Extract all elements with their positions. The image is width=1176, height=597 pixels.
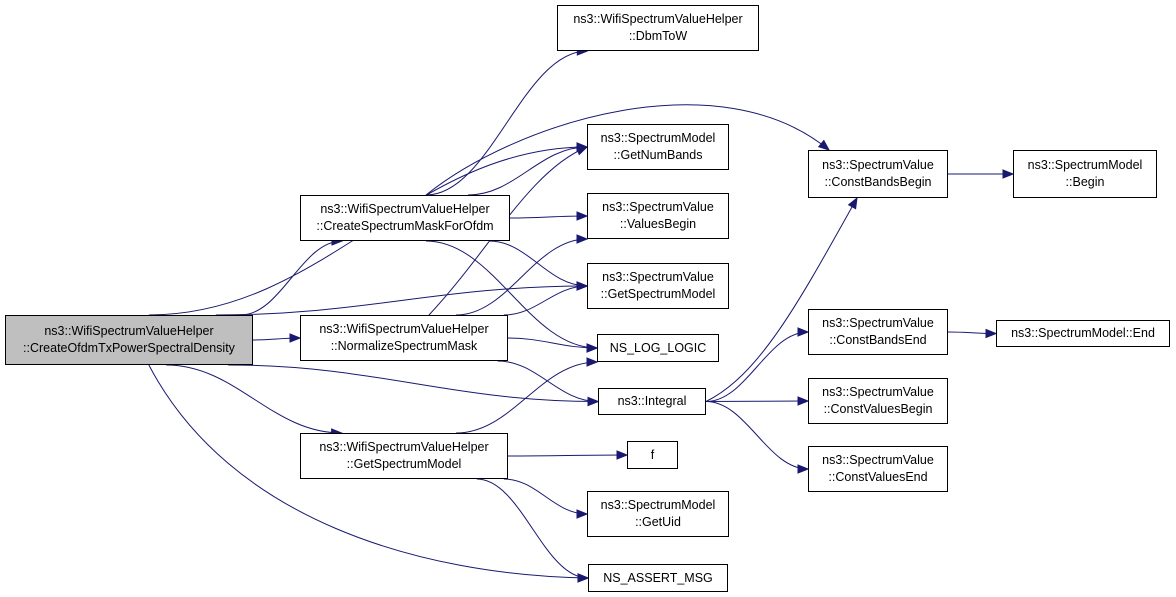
edge-arrowhead	[289, 333, 302, 343]
node-label-line: ns3::Integral	[617, 394, 687, 408]
edge-arrowhead	[616, 450, 629, 460]
node-label-line: ns3::SpectrumModel::End	[1011, 326, 1155, 340]
node-label-line: ::GetSpectrumModel	[600, 287, 716, 301]
edge-arrowhead	[586, 357, 599, 367]
node-label-line: ::GetNumBands	[613, 148, 703, 162]
edge-arrowhead	[576, 281, 589, 291]
edge-wsvh-get-model-to-get-uid	[503, 478, 588, 515]
node-label-line: ::CreateOfdmTxPowerSpectralDensity	[23, 341, 235, 355]
node-label-line: ns3::SpectrumValue	[822, 385, 934, 399]
edge-root-to-create-mask	[240, 240, 343, 316]
edge-arrowhead	[797, 396, 810, 406]
node-integral[interactable]: ns3::Integral	[598, 388, 706, 415]
edge-root-to-ns-assert-msg	[148, 364, 589, 579]
node-label-line: ::ConstValuesBegin	[823, 402, 933, 416]
node-const-values-begin[interactable]: ns3::SpectrumValue::ConstValuesBegin	[808, 378, 948, 424]
edge-normalize-mask-to-sv-get-model	[503, 285, 588, 316]
edge-create-mask-to-const-bands-begin	[425, 104, 830, 196]
edge-root-to-wsvh-get-model	[166, 364, 342, 434]
node-wsvh-get-model[interactable]: ns3::WifiSpectrumValueHelper::GetSpectru…	[300, 433, 508, 479]
node-f[interactable]: f	[627, 441, 678, 469]
edge-arrowhead	[576, 211, 589, 221]
node-get-num-bands[interactable]: ns3::SpectrumModel::GetNumBands	[587, 124, 729, 170]
edge-wsvh-get-model-to-ns-assert-msg	[476, 478, 589, 579]
edge-wsvh-get-model-to-ns-log-logic	[455, 361, 598, 434]
node-const-bands-end[interactable]: ns3::SpectrumValue::ConstBandsEnd	[808, 309, 948, 355]
node-const-values-end[interactable]: ns3::SpectrumValue::ConstValuesEnd	[808, 446, 948, 492]
node-root[interactable]: ns3::WifiSpectrumValueHelper::CreateOfdm…	[5, 315, 253, 365]
edge-root-to-sv-get-model	[215, 285, 588, 316]
edge-arrowhead	[576, 234, 589, 244]
edge-arrowhead	[847, 196, 858, 210]
node-label-line: f	[650, 447, 655, 462]
edge-arrowhead	[577, 573, 590, 583]
node-label-line: ::Begin	[1065, 175, 1105, 189]
node-sv-get-model[interactable]: ns3::SpectrumValue::GetSpectrumModel	[587, 263, 729, 309]
node-label-line: ::GetUid	[635, 515, 681, 529]
node-dbm-to-w[interactable]: ns3::WifiSpectrumValueHelper::DbmToW	[557, 5, 759, 51]
edge-create-mask-to-dbm-to-w	[425, 50, 588, 196]
edge-integral-to-const-values-end	[705, 401, 809, 470]
node-sm-end[interactable]: ns3::SpectrumModel::End	[996, 320, 1170, 347]
node-label-line: ns3::SpectrumValue	[822, 316, 934, 330]
edge-arrowhead	[586, 343, 599, 353]
edge-create-mask-to-ns-log-logic	[425, 240, 598, 349]
node-label-line: ns3::SpectrumModel	[1027, 158, 1143, 172]
edge-arrowhead	[797, 464, 810, 474]
edge-integral-to-const-values-begin	[705, 400, 809, 402]
node-sm-begin[interactable]: ns3::SpectrumModel::Begin	[1013, 150, 1157, 198]
node-label-line: NS_ASSERT_MSG	[603, 570, 713, 585]
node-ns-assert-msg[interactable]: NS_ASSERT_MSG	[588, 564, 728, 592]
node-label-line: ::CreateSpectrumMaskForOfdm	[316, 219, 494, 233]
node-label-line: ns3::WifiSpectrumValueHelper	[319, 440, 489, 454]
edge-arrowhead	[587, 396, 600, 407]
node-get-uid[interactable]: ns3::SpectrumModel::GetUid	[587, 491, 729, 537]
node-label-line: ::ConstBandsBegin	[824, 175, 932, 189]
node-create-mask[interactable]: ns3::WifiSpectrumValueHelper::CreateSpec…	[300, 195, 510, 241]
edge-normalize-mask-to-integral	[497, 360, 599, 402]
node-label-line: ::DbmToW	[628, 29, 688, 43]
edge-integral-to-const-bands-begin	[705, 197, 858, 402]
edge-integral-to-const-bands-end	[705, 331, 809, 402]
edge-arrowhead	[817, 139, 831, 151]
node-label-line: ::GetSpectrumModel	[346, 457, 462, 471]
node-label-line: ns3::SpectrumModel	[600, 498, 716, 512]
node-label-line: ns3::WifiSpectrumValueHelper	[44, 324, 214, 338]
edge-arrowhead	[797, 327, 810, 337]
node-label-line: ::ConstBandsEnd	[829, 333, 927, 347]
node-values-begin[interactable]: ns3::SpectrumValue::ValuesBegin	[587, 193, 729, 239]
node-label-line: ns3::WifiSpectrumValueHelper	[320, 202, 490, 216]
edge-create-mask-to-sv-get-model	[488, 240, 588, 287]
edge-normalize-mask-to-values-begin	[455, 238, 588, 316]
node-label-line: ::ConstValuesEnd	[828, 470, 928, 484]
edge-create-mask-to-get-num-bands	[467, 146, 588, 196]
node-label-line: ns3::SpectrumValue	[822, 158, 934, 172]
edge-create-mask-to-values-begin	[509, 215, 588, 219]
node-label-line: ns3::SpectrumValue	[602, 200, 714, 214]
edge-arrowhead	[1002, 169, 1015, 179]
edge-arrowhead	[576, 509, 589, 519]
node-label-line: ns3::WifiSpectrumValueHelper	[319, 322, 489, 336]
node-const-bands-begin[interactable]: ns3::SpectrumValue::ConstBandsBegin	[808, 150, 948, 198]
node-label-line: ns3::SpectrumValue	[602, 270, 714, 284]
node-ns-log-logic[interactable]: NS_LOG_LOGIC	[597, 334, 719, 362]
node-normalize-mask[interactable]: ns3::WifiSpectrumValueHelper::NormalizeS…	[300, 315, 508, 361]
node-label-line: ns3::WifiSpectrumValueHelper	[573, 12, 743, 26]
node-label-line: ::ValuesBegin	[619, 217, 697, 231]
edge-arrowhead	[985, 328, 998, 339]
edge-wsvh-get-model-to-f	[507, 454, 628, 457]
node-label-line: ns3::SpectrumValue	[822, 453, 934, 467]
node-label-line: ::NormalizeSpectrumMask	[330, 339, 478, 353]
edge-root-to-integral	[228, 364, 599, 402]
node-label-line: ns3::SpectrumModel	[600, 131, 716, 145]
edge-arrowhead	[575, 146, 589, 156]
node-label-line: NS_LOG_LOGIC	[609, 340, 707, 355]
